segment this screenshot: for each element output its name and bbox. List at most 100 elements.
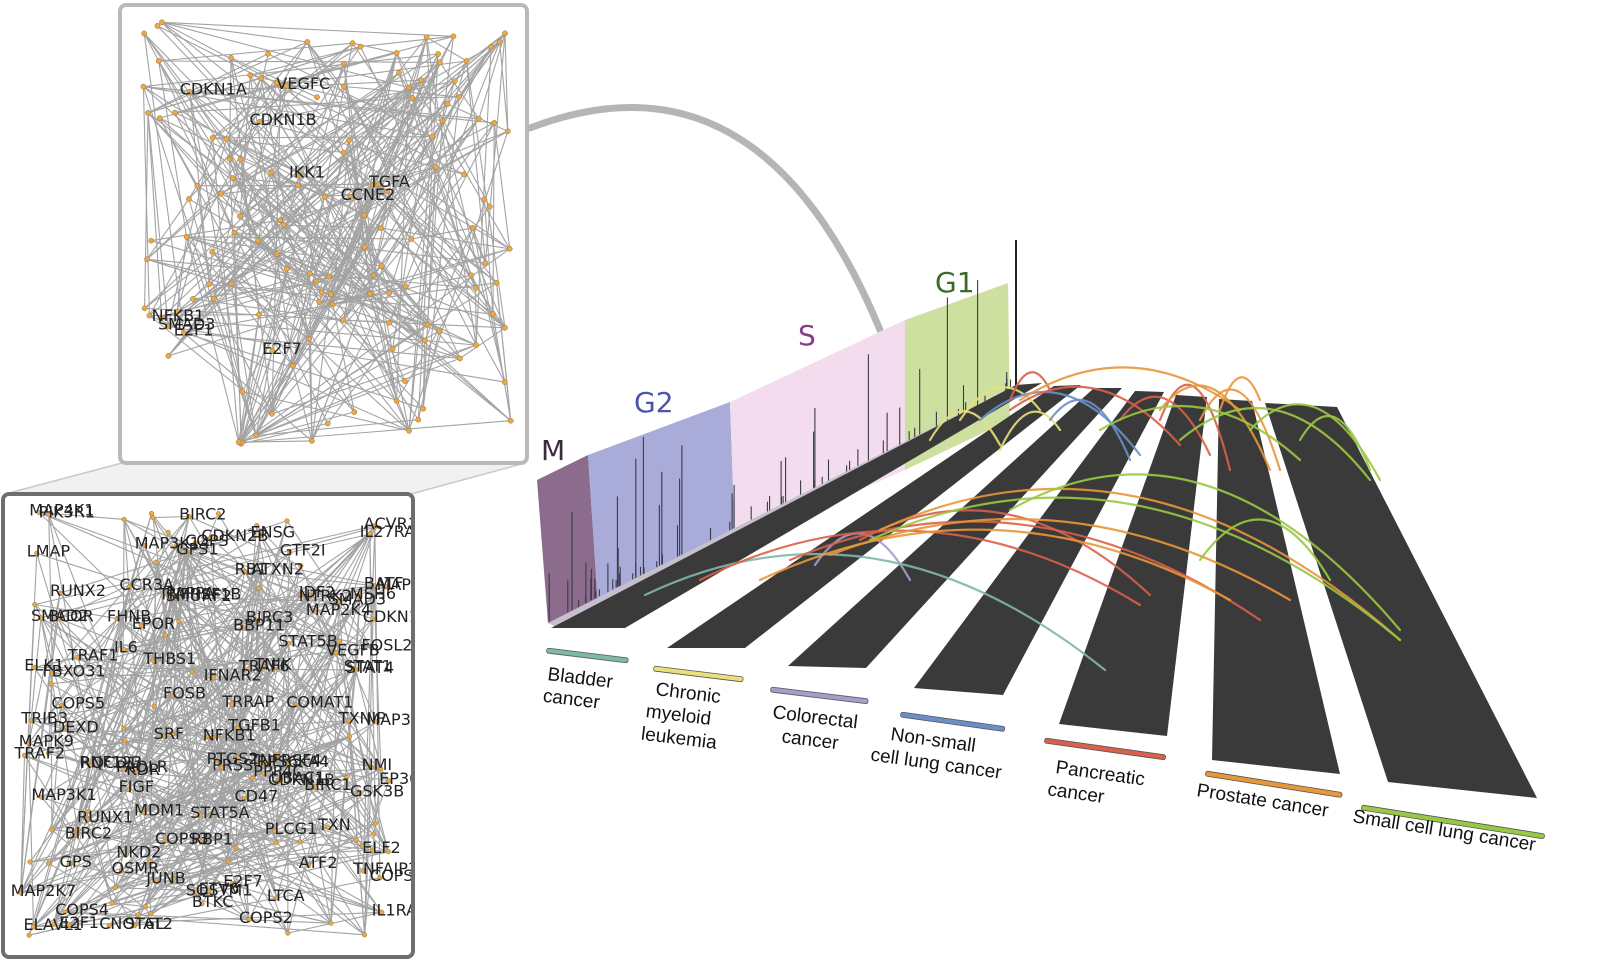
undefined-edge — [183, 332, 313, 442]
undefined-node — [165, 353, 172, 359]
undefined-edge — [33, 667, 174, 880]
undefined-node — [360, 868, 366, 874]
undefined-edge — [332, 37, 428, 305]
undefined-node — [396, 70, 402, 76]
undefined-edge — [89, 595, 177, 766]
undefined-node — [504, 128, 511, 135]
undefined-node — [140, 83, 147, 90]
undefined-gene-label: BIRC2 — [179, 505, 226, 524]
undefined-edge — [124, 740, 151, 862]
undefined-edge — [124, 513, 219, 742]
undefined-gene-label: CCR3A — [119, 575, 174, 594]
undefined-edge — [186, 236, 257, 436]
undefined-node — [169, 731, 175, 737]
undefined-edge — [121, 763, 289, 872]
undefined-node — [268, 169, 274, 176]
arc-sclc — [1298, 414, 1372, 472]
undefined-edge — [152, 517, 389, 853]
undefined-node — [165, 529, 171, 535]
undefined-gene-label: GSK3B — [350, 782, 404, 801]
undefined-edge — [123, 519, 201, 816]
undefined-edge — [378, 183, 497, 284]
undefined-edge — [123, 518, 340, 642]
undefined-node — [112, 885, 118, 891]
undefined-edge — [143, 33, 160, 62]
undefined-gene-label: CDKN1B — [268, 770, 335, 789]
undefined-node — [502, 324, 508, 331]
undefined-node — [86, 808, 92, 814]
undefined-node — [439, 118, 446, 124]
undefined-node — [285, 761, 291, 767]
undefined-node — [75, 827, 81, 833]
undefined-edge — [255, 419, 419, 437]
undefined-edge — [65, 847, 237, 913]
undefined-edge — [270, 85, 287, 173]
undefined-node — [362, 932, 368, 938]
undefined-edge — [77, 551, 187, 658]
undefined-edge — [141, 532, 169, 627]
undefined-edge — [141, 593, 310, 627]
undefined-edge — [309, 33, 506, 274]
undefined-edge — [173, 768, 382, 880]
undefined-node — [58, 703, 64, 709]
undefined-edge — [174, 97, 413, 114]
undefined-edge — [276, 864, 310, 899]
undefined-gene-label: RB1 — [235, 560, 267, 579]
undefined-edge — [143, 53, 439, 88]
undefined-edge — [143, 779, 281, 814]
undefined-gene-label: TXN — [317, 815, 351, 834]
undefined-node — [253, 432, 259, 439]
undefined-node — [346, 137, 352, 144]
undefined-edge — [267, 53, 433, 138]
arc-cml — [958, 386, 1042, 422]
undefined-edge — [244, 571, 390, 782]
undefined-edge — [195, 891, 332, 924]
legend-bar-cml — [653, 665, 744, 683]
undefined-edge — [372, 130, 509, 186]
undefined-edge — [147, 112, 428, 325]
undefined-node — [148, 237, 155, 244]
undefined-node — [457, 355, 463, 362]
undefined-gene-label: NFKB1 — [203, 725, 256, 744]
undefined-node — [367, 531, 373, 537]
undefined-node — [371, 583, 377, 589]
undefined-edge — [492, 122, 495, 315]
undefined-edge — [396, 275, 472, 402]
undefined-gene-label: FBXO31 — [43, 661, 106, 680]
phase-label-m: M — [541, 434, 565, 467]
undefined-edge — [33, 914, 139, 928]
undefined-edge — [234, 232, 461, 359]
undefined-node — [423, 34, 430, 41]
undefined-node — [386, 290, 393, 297]
undefined-node — [45, 750, 52, 756]
undefined-edge — [287, 643, 289, 934]
undefined-edge — [188, 121, 260, 200]
undefined-node — [378, 766, 384, 772]
undefined-edge — [426, 37, 433, 137]
undefined-node — [235, 755, 241, 761]
undefined-edge — [28, 743, 35, 927]
undefined-gene-label: BCOR — [48, 606, 94, 625]
undefined-edge — [62, 728, 173, 735]
undefined-node — [176, 618, 182, 625]
undefined-node — [21, 752, 28, 758]
undefined-edge — [249, 74, 375, 276]
undefined-edge — [228, 57, 232, 159]
undefined-edge — [135, 735, 209, 773]
undefined-gene-label: CD47 — [235, 787, 279, 806]
undefined-node — [170, 876, 176, 882]
arc-prostate — [758, 528, 1232, 602]
undefined-node — [150, 658, 156, 664]
undefined-edge — [211, 232, 235, 253]
undefined-edge — [115, 851, 389, 889]
undefined-node — [62, 909, 68, 915]
undefined-node — [402, 283, 409, 290]
undefined-edge — [286, 520, 372, 648]
undefined-gene-label: BBP11 — [233, 615, 285, 634]
undefined-node — [141, 30, 148, 37]
undefined-node — [173, 542, 179, 549]
undefined-edge — [48, 759, 276, 864]
undefined-node — [260, 771, 266, 777]
undefined-edge — [308, 768, 382, 866]
interaction-arcs — [643, 366, 1402, 672]
